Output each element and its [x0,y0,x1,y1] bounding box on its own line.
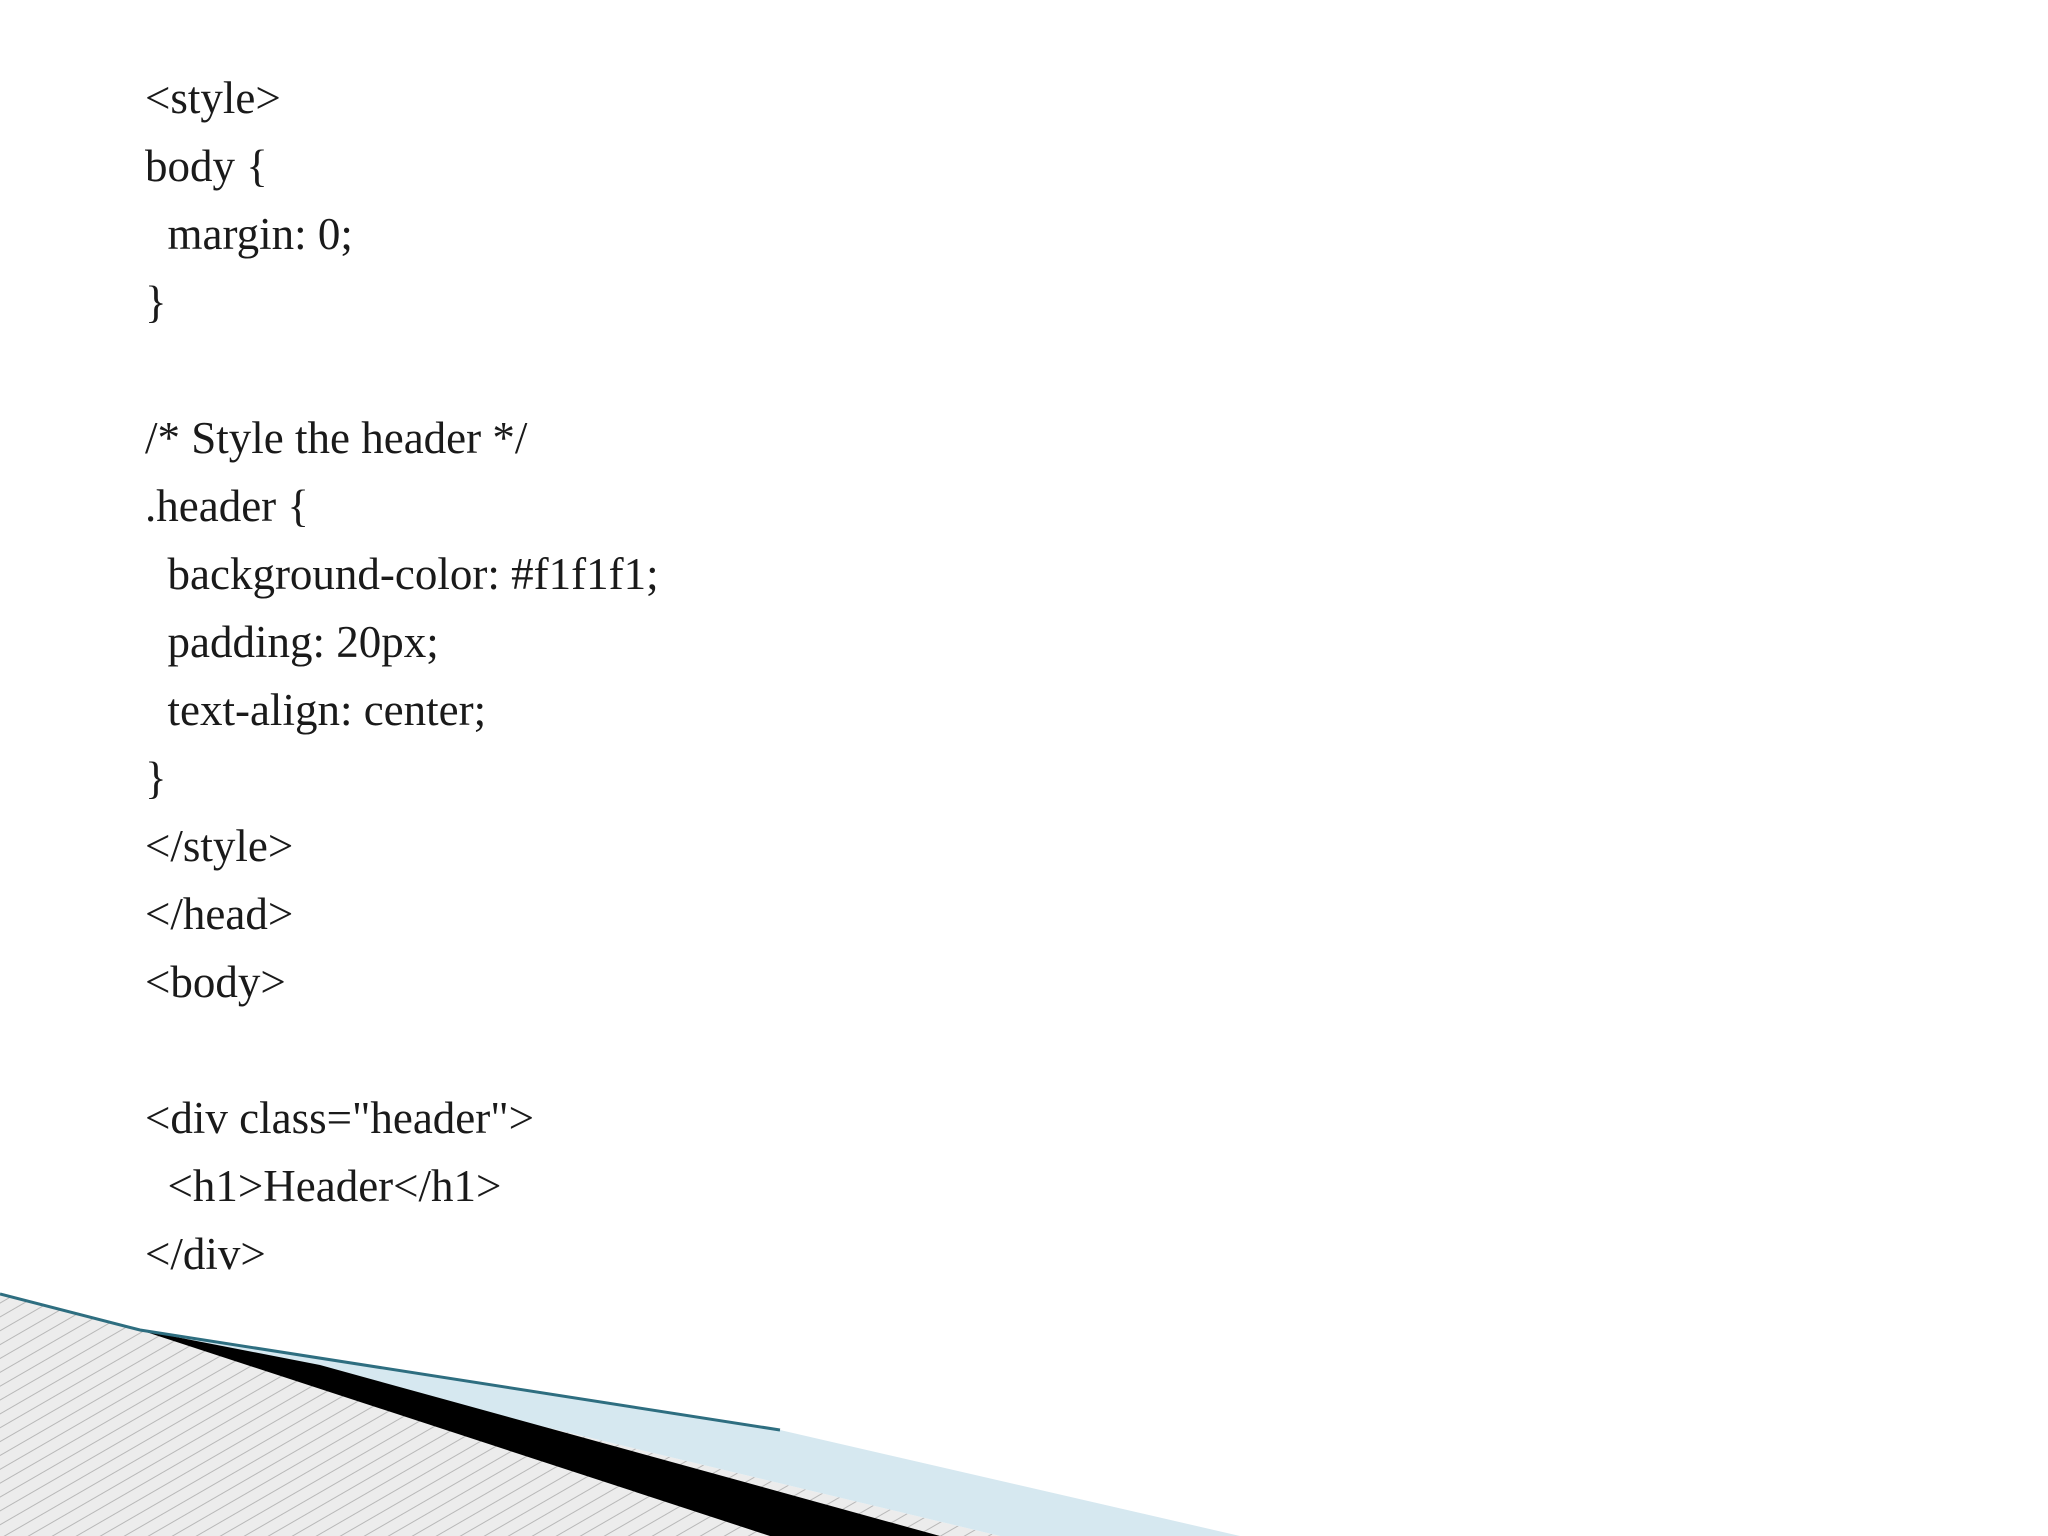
code-listing: <style> body { margin: 0; } /* Style the… [145,64,659,1492]
code-line [145,1288,659,1356]
code-line: margin: 0; [145,209,353,259]
code-line: } [145,277,167,327]
code-line: <div class="header"> [145,1093,535,1143]
code-line: </div> [145,1229,266,1279]
code-line: text-align: center; [145,685,487,735]
code-line: } [145,753,167,803]
code-line: </html> [145,1433,330,1483]
code-line [145,1016,659,1084]
code-line: </body> [145,1365,299,1415]
code-line: </style> [145,821,294,871]
code-line: <h1>Header</h1> [145,1161,502,1211]
code-line: background-color: #f1f1f1; [145,549,659,599]
code-line: <body> [145,957,286,1007]
code-line [145,336,659,404]
code-line: /* Style the header */ [145,413,528,463]
code-line: body { [145,141,268,191]
code-line: .header { [145,481,310,531]
code-line: <style> [145,73,281,123]
code-line: </head> [145,889,294,939]
code-line: padding: 20px; [145,617,439,667]
